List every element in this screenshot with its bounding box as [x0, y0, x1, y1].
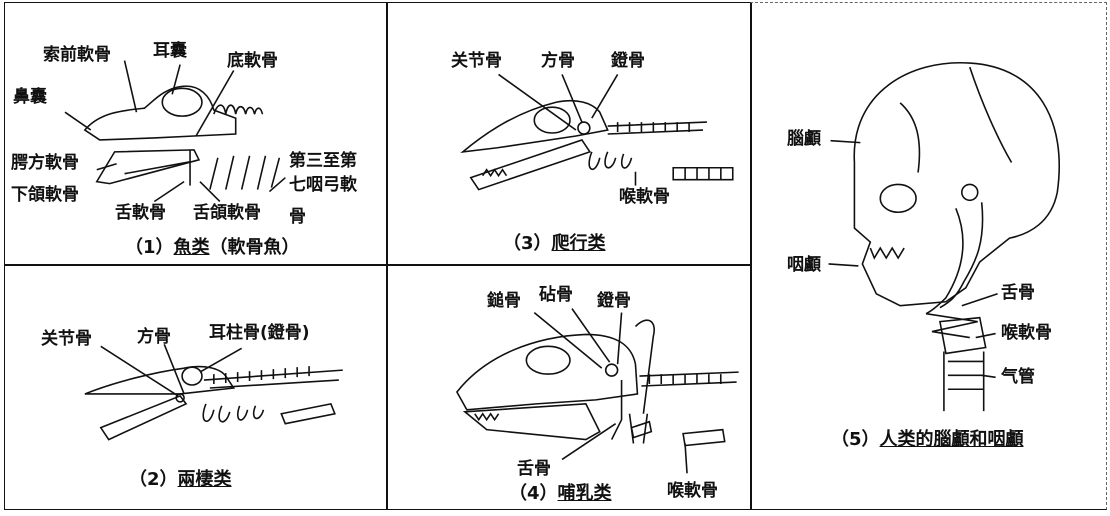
human-skull-drawing [828, 61, 1061, 412]
figure-frame: 索前軟骨 耳囊 底軟骨 鼻囊 腭方軟骨 下頜軟骨 第三至第 七咽弓軟 骨 舌軟骨… [4, 2, 1107, 510]
label-quadrate: 方骨 [541, 51, 575, 71]
label-neurocranium: 腦顱 [787, 129, 821, 149]
label-columella-stapes: 耳柱骨(鐙骨) [209, 323, 310, 343]
label-stapes: 鐙骨 [611, 51, 645, 71]
label-hyomandibular: 舌頜軟骨 [193, 203, 261, 223]
label-nasal-capsule: 鼻囊 [13, 87, 47, 107]
caption-title: 哺乳类 [557, 483, 612, 504]
caption-title: 爬行类 [551, 233, 606, 254]
label-laryngeal-cartilage: 喉軟骨 [1001, 323, 1052, 343]
panel-fish: 索前軟骨 耳囊 底軟骨 鼻囊 腭方軟骨 下頜軟骨 第三至第 七咽弓軟 骨 舌軟骨… [4, 2, 388, 266]
caption-fish: （1）魚类（軟骨魚） [125, 239, 300, 257]
label-gill-arches-2: 七咽弓軟 [289, 175, 357, 195]
caption-title: 魚类 [173, 237, 210, 258]
reptile-skull-drawing [460, 73, 734, 191]
label-malleus: 鎚骨 [487, 291, 521, 311]
panel-amphibian: 关节骨 方骨 耳柱骨(鐙骨) （2）兩棲类 [4, 264, 388, 510]
label-palatoquadrate: 腭方軟骨 [11, 153, 79, 173]
label-splanchnocranium: 咽顱 [787, 255, 821, 275]
label-articular: 关节骨 [451, 51, 502, 71]
caption-human: （5）人类的腦顱和咽顱 [831, 431, 1024, 449]
label-gill-arches-1: 第三至第 [289, 151, 357, 171]
caption-number: （1） [125, 237, 174, 258]
panel-mammal: 鎚骨 砧骨 鐙骨 舌骨 喉軟骨 （4）哺乳类 [386, 264, 752, 510]
label-incus: 砧骨 [539, 285, 573, 305]
label-otic-capsule: 耳囊 [153, 41, 187, 61]
caption-title: 人类的腦顱和咽顱 [879, 429, 1024, 450]
label-quadrate: 方骨 [137, 327, 171, 347]
mammal-skull-drawing [455, 308, 739, 474]
label-gill-arches-3: 骨 [289, 207, 306, 227]
fish-skull-drawing [64, 60, 286, 203]
caption-reptile: （3）爬行类 [503, 235, 606, 253]
panel-reptile: 关节骨 方骨 鐙骨 喉軟骨 （3）爬行类 [386, 2, 752, 266]
panel-human: 腦顱 咽顱 舌骨 喉軟骨 气管 （5）人类的腦顱和咽顱 [750, 2, 1107, 510]
caption-number: （4） [509, 483, 558, 504]
label-articular: 关节骨 [41, 329, 92, 349]
label-laryngeal-cartilage: 喉軟骨 [619, 187, 670, 207]
amphibian-skull-drawing [84, 344, 343, 441]
label-hyoid: 舌骨 [1001, 283, 1035, 303]
caption-number: （3） [503, 233, 552, 254]
label-precordal-cartilage: 索前軟骨 [43, 45, 111, 65]
caption-subtitle: （軟骨魚） [209, 237, 300, 258]
label-basal-cartilage: 底軟骨 [227, 51, 278, 71]
caption-title: 兩棲类 [177, 469, 232, 490]
label-hyoid-cartilage: 舌軟骨 [115, 203, 166, 223]
label-trachea: 气管 [1001, 367, 1035, 387]
label-stapes: 鐙骨 [597, 291, 631, 311]
label-hyoid: 舌骨 [517, 459, 551, 479]
label-mandibular-cartilage: 下頜軟骨 [11, 185, 79, 205]
caption-number: （2） [129, 469, 178, 490]
caption-mammal: （4）哺乳类 [509, 485, 612, 503]
caption-number: （5） [831, 429, 880, 450]
label-laryngeal-cartilage: 喉軟骨 [667, 481, 718, 501]
caption-amphibian: （2）兩棲类 [129, 471, 232, 489]
